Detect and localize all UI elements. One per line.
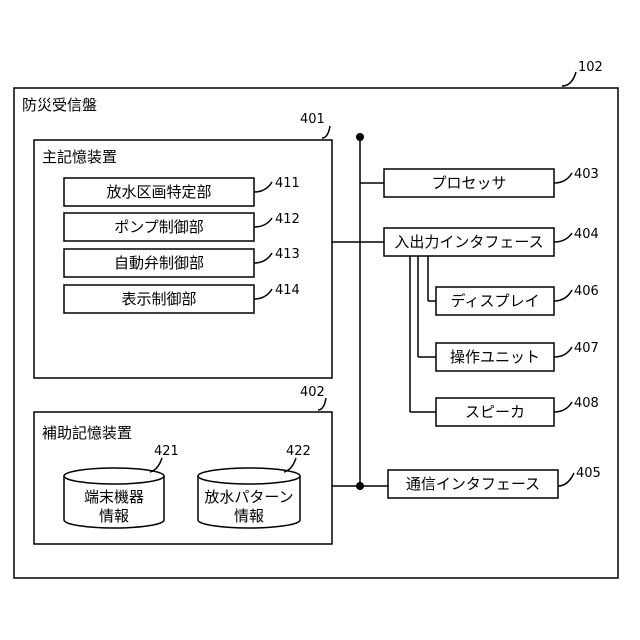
database-421-label-line1: 端末機器	[64, 488, 164, 506]
database-421-label-line2: 情報	[64, 507, 164, 525]
speaker-label: スピーカ	[436, 403, 554, 421]
module-411-label: 放水区画特定部	[64, 183, 254, 201]
module-414-label: 表示制御部	[64, 290, 254, 308]
operation-unit-label: 操作ユニット	[436, 348, 554, 366]
ref-403: 403	[574, 167, 599, 182]
database-422-label-line1: 放水パターン	[198, 488, 300, 506]
database-422-label-line2: 情報	[198, 507, 300, 525]
ref-407: 407	[574, 341, 599, 356]
ref-411: 411	[275, 176, 300, 191]
bus-top-terminal	[356, 133, 364, 141]
outer-title: 防災受信盤	[22, 96, 97, 114]
ref-401: 401	[300, 112, 325, 127]
ref-421: 421	[154, 444, 179, 459]
ref-406: 406	[574, 284, 599, 299]
ref-402: 402	[300, 385, 325, 400]
ref-413: 413	[275, 247, 300, 262]
display-label: ディスプレイ	[436, 292, 554, 310]
ref-405: 405	[576, 466, 601, 481]
io-interface-label: 入出力インタフェース	[384, 233, 554, 251]
ref-404: 404	[574, 227, 599, 242]
ref-414: 414	[275, 283, 300, 298]
processor-label: プロセッサ	[384, 174, 554, 192]
ref-412: 412	[275, 212, 300, 227]
main-memory-title: 主記憶装置	[42, 148, 117, 166]
ref-408: 408	[574, 396, 599, 411]
ref-102: 102	[578, 60, 603, 75]
aux-memory-title: 補助記憶装置	[42, 424, 132, 442]
ref-422: 422	[286, 444, 311, 459]
comm-interface-label: 通信インタフェース	[388, 475, 558, 493]
bus-bottom-terminal	[356, 482, 364, 490]
module-413-label: 自動弁制御部	[64, 254, 254, 272]
module-412-label: ポンプ制御部	[64, 218, 254, 236]
